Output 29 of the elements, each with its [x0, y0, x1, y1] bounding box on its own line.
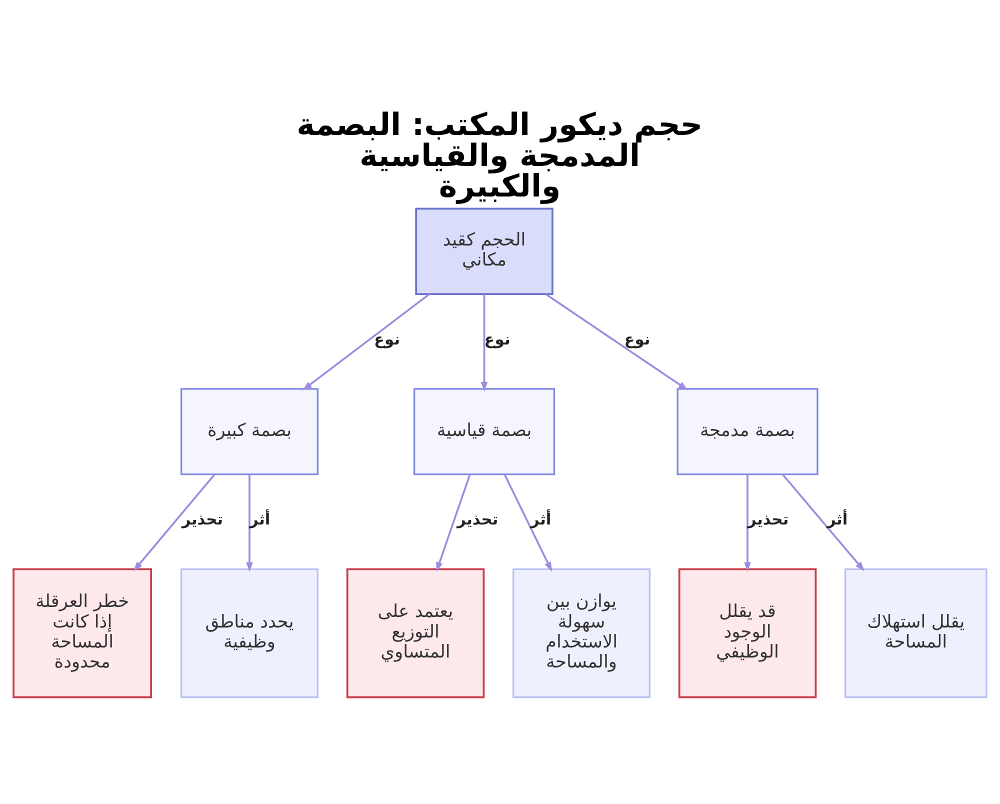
edge-label: أثر [250, 510, 270, 529]
node-box: بصمة قياسية [414, 388, 556, 476]
arrow [782, 474, 865, 572]
arrow [302, 294, 430, 390]
edge-label: أثر [826, 510, 848, 529]
edge-label: نوع [624, 330, 650, 348]
node-box: يقلل استهلاك المساحة [844, 568, 988, 698]
arrow [133, 474, 216, 572]
arrow [744, 474, 751, 572]
edge-label: نوع [374, 330, 400, 348]
node-box: بصمة مدمجة [676, 388, 818, 476]
arrow [545, 294, 688, 390]
node-box: يحدد مناطق وظيفية [180, 568, 319, 698]
node-box: يوازن بين سهولة الاستخدام والمساحة [512, 568, 651, 698]
arrow [480, 294, 488, 392]
edge-label: نوع [484, 330, 510, 348]
edge-label: أثر [530, 510, 552, 529]
node-box: بصمة كبيرة [180, 388, 319, 476]
edge-label: تحذير [748, 510, 789, 529]
node-box: الحجم كقيد مكاني [415, 208, 554, 296]
node-box: خطر العرقلة إذا كانت المساحة محدودة [12, 568, 152, 698]
edge-label: تحذير [182, 510, 224, 529]
arrow [504, 474, 552, 572]
node-box: قد يقلل الوجود الوظيفي [678, 568, 817, 698]
node-box: يعتمد على التوزيع المتساوي [346, 568, 485, 698]
edge-label: تحذير [457, 510, 498, 529]
diagram-title: حجم ديكور المكتب: البصمة المدمجة والقياسية والكبيرة [296, 106, 703, 205]
arrow [436, 474, 471, 572]
arrow [246, 474, 253, 572]
